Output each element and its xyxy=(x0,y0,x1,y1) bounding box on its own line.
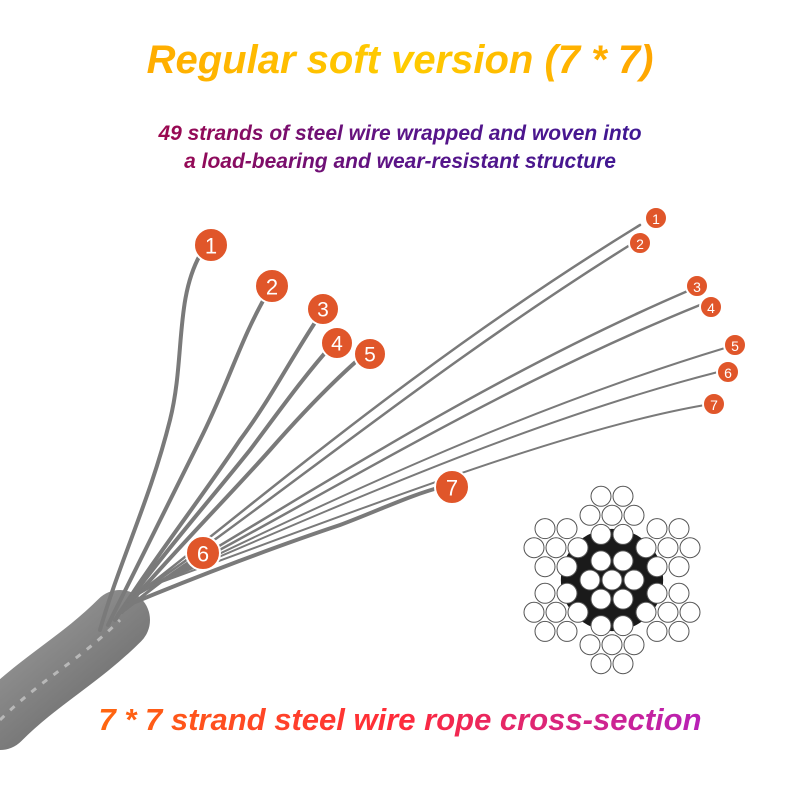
cross-section-wire xyxy=(635,601,657,623)
marker-left-3: 3 xyxy=(306,292,340,326)
svg-text:1: 1 xyxy=(652,211,660,227)
cross-section-wire xyxy=(545,537,567,559)
svg-text:4: 4 xyxy=(707,300,715,316)
cross-section-wire xyxy=(523,601,545,623)
cross-section-wire xyxy=(612,523,634,545)
marker-left-5: 5 xyxy=(353,337,387,371)
cross-section-wire xyxy=(590,485,612,507)
cross-section-wire xyxy=(623,504,645,526)
cross-section-wire xyxy=(612,588,634,610)
cross-section-wire xyxy=(612,653,634,675)
subtitle-line-2: a load-bearing and wear-resistant struct… xyxy=(0,150,800,174)
cross-section-wire xyxy=(534,620,556,642)
cross-section-wire xyxy=(635,537,657,559)
svg-text:2: 2 xyxy=(636,236,644,252)
cross-section-wire xyxy=(668,556,690,578)
marker-right-1: 1 xyxy=(644,206,668,230)
cross-section-wire xyxy=(567,601,589,623)
cross-section-wire xyxy=(601,634,623,656)
svg-text:5: 5 xyxy=(731,338,739,354)
svg-text:6: 6 xyxy=(724,365,732,381)
svg-text:7: 7 xyxy=(446,476,458,501)
cross-section-wire xyxy=(623,569,645,591)
cross-section-wire xyxy=(590,523,612,545)
marker-left-4: 4 xyxy=(320,326,354,360)
cross-section-wire xyxy=(590,615,612,637)
cross-section-wire xyxy=(556,556,578,578)
cross-section-wire xyxy=(534,582,556,604)
cross-section-wire xyxy=(679,601,701,623)
cross-section-wire xyxy=(523,537,545,559)
cross-section-wire xyxy=(646,556,668,578)
cross-section-wire xyxy=(646,582,668,604)
cross-section-wire xyxy=(556,518,578,540)
marker-right-2: 2 xyxy=(628,231,652,255)
marker-left-1: 1 xyxy=(193,227,229,263)
marker-right-7: 7 xyxy=(702,392,726,416)
cross-section-wire xyxy=(646,518,668,540)
cross-section-wire xyxy=(590,653,612,675)
subtitle-line-1: 49 strands of steel wire wrapped and wov… xyxy=(0,122,800,146)
cross-section-wire xyxy=(556,582,578,604)
svg-text:1: 1 xyxy=(205,234,217,259)
svg-text:3: 3 xyxy=(693,279,701,295)
cross-section-wire xyxy=(679,537,701,559)
marker-left-2: 2 xyxy=(254,268,290,304)
cross-section-wire xyxy=(590,550,612,572)
cross-section-wire xyxy=(579,569,601,591)
cross-section-wire xyxy=(612,485,634,507)
svg-text:5: 5 xyxy=(364,344,376,367)
cross-section-wire xyxy=(623,634,645,656)
cross-section-wire xyxy=(601,504,623,526)
cross-section-wire xyxy=(579,634,601,656)
marker-right-3: 3 xyxy=(685,274,709,298)
cross-section-wire xyxy=(668,620,690,642)
cross-section-wire xyxy=(534,518,556,540)
svg-text:4: 4 xyxy=(331,333,343,356)
footer-caption: 7 * 7 strand steel wire rope cross-secti… xyxy=(0,702,800,738)
page-title: Regular soft version (7 * 7) xyxy=(0,38,800,83)
cross-section-diagram xyxy=(523,485,701,675)
cross-section-wire xyxy=(668,518,690,540)
cross-section-wire xyxy=(612,615,634,637)
cross-section-wire xyxy=(556,620,578,642)
cross-section-wire xyxy=(668,582,690,604)
marker-right-4: 4 xyxy=(699,295,723,319)
cross-section-wire xyxy=(545,601,567,623)
cross-section-wire xyxy=(579,504,601,526)
marker-right-6: 6 xyxy=(716,360,740,384)
marker-left-6: 6 xyxy=(185,535,221,571)
svg-text:2: 2 xyxy=(266,275,278,300)
cross-section-wire xyxy=(534,556,556,578)
cross-section-wire xyxy=(567,537,589,559)
marker-right-5: 5 xyxy=(723,333,747,357)
cross-section-wire xyxy=(590,588,612,610)
svg-text:3: 3 xyxy=(317,299,329,322)
svg-text:6: 6 xyxy=(197,542,209,567)
rope-bundle xyxy=(0,590,150,750)
cross-section-wire xyxy=(601,569,623,591)
cross-section-wire xyxy=(646,620,668,642)
cross-section-wire xyxy=(657,537,679,559)
cross-section-wire xyxy=(657,601,679,623)
cross-section-wire xyxy=(612,550,634,572)
svg-text:7: 7 xyxy=(710,397,718,413)
marker-left-7: 7 xyxy=(434,469,470,505)
